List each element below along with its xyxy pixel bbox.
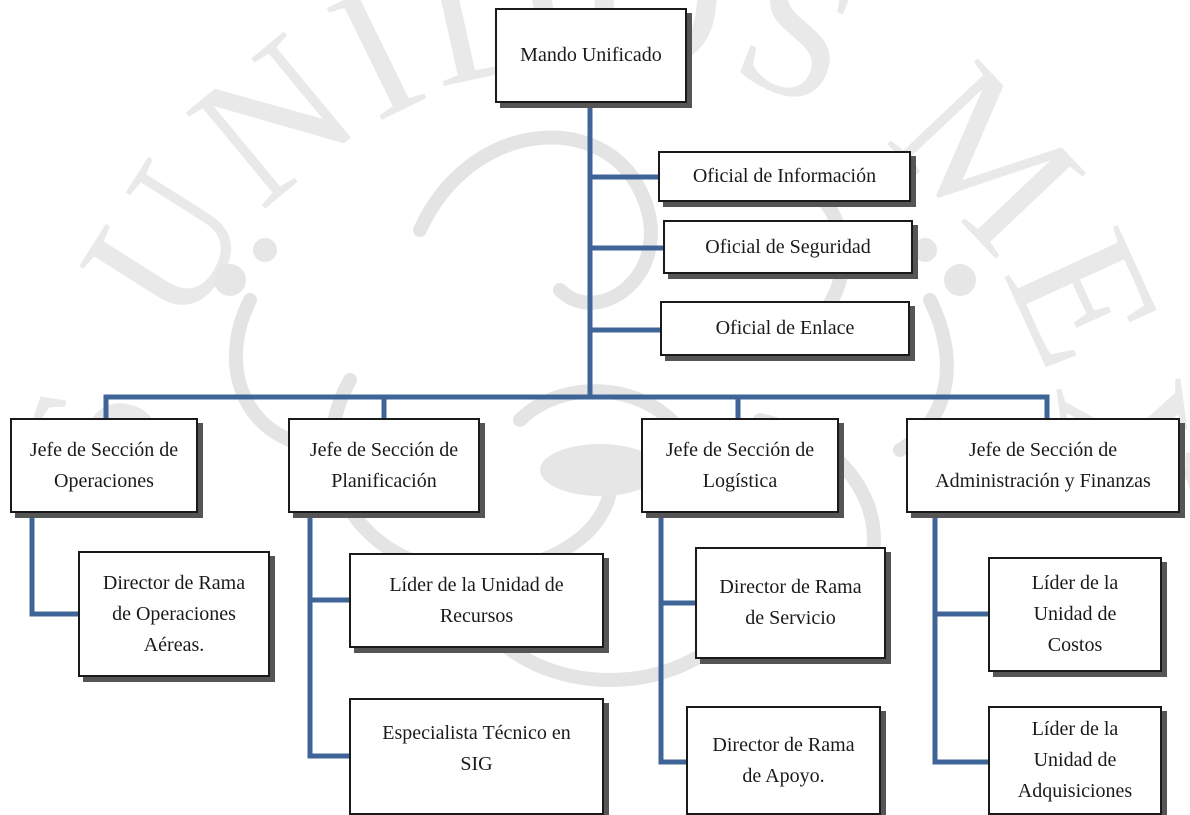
connector-plan-units xyxy=(307,510,352,759)
node-line: Líder de la xyxy=(1031,718,1119,740)
node-line: Aéreas. xyxy=(143,633,205,656)
node-jefe-logistica: Jefe de Sección de Logística xyxy=(641,418,839,513)
node-mando-unificado: Mando Unificado xyxy=(495,8,687,103)
node-line: de Apoyo. xyxy=(742,765,825,787)
node-lider-unidad-costos: Líder de la Unidad de Costos xyxy=(988,557,1162,672)
node-line: Costos xyxy=(1047,634,1103,656)
node-text: Oficial de Enlace xyxy=(716,313,855,344)
node-text: Director de Rama de Operaciones Aéreas. xyxy=(103,568,245,661)
node-line: Oficial de Enlace xyxy=(715,317,855,339)
node-lider-unidad-adquisiciones: Líder de la Unidad de Adquisiciones xyxy=(988,706,1162,815)
node-director-operaciones-aereas: Director de Rama de Operaciones Aéreas. xyxy=(78,551,270,677)
node-line: SIG xyxy=(460,753,493,775)
node-oficial-seguridad: Oficial de Seguridad xyxy=(663,220,913,274)
node-line: Adquisiciones xyxy=(1017,780,1133,802)
node-especialista-sig: Especialista Técnico en SIG xyxy=(349,698,604,815)
node-line: Director de Rama xyxy=(719,576,862,598)
node-oficial-informacion: Oficial de Información xyxy=(658,151,911,202)
node-line: Mando Unificado xyxy=(520,44,662,66)
node-text: Director de Rama de Apoyo. xyxy=(712,714,854,792)
node-line: de Servicio xyxy=(745,607,836,629)
node-jefe-administracion-finanzas: Jefe de Sección de Administración y Fina… xyxy=(906,418,1180,513)
node-line: Jefe de Sección de xyxy=(29,438,179,461)
node-jefe-operaciones: Jefe de Sección de Operaciones xyxy=(10,418,198,513)
node-oficial-enlace: Oficial de Enlace xyxy=(660,301,910,356)
node-line: Recursos xyxy=(439,604,514,627)
node-line: Jefe de Sección de xyxy=(665,438,815,461)
node-text: Mando Unificado xyxy=(520,40,662,71)
node-text: Oficial de Información xyxy=(693,161,876,192)
node-text: Líder de la Unidad de Costos xyxy=(1032,568,1119,661)
node-line: Director de Rama xyxy=(102,571,246,594)
node-director-servicio: Director de Rama de Servicio xyxy=(695,547,886,659)
node-text: Jefe de Sección de Operaciones xyxy=(30,435,178,497)
node-line: Administración y Finanzas xyxy=(935,469,1151,492)
node-text: Jefe de Sección de Planificación xyxy=(310,435,458,497)
connector-log-units xyxy=(658,510,689,765)
node-line: Unidad de xyxy=(1033,603,1117,625)
node-line: Unidad de xyxy=(1033,749,1117,771)
node-line: Jefe de Sección de xyxy=(309,438,459,461)
node-line: Especialista Técnico en xyxy=(382,722,571,744)
node-line: Logística xyxy=(702,469,778,492)
node-line: Planificación xyxy=(331,469,437,492)
node-line: de Operaciones xyxy=(112,602,236,625)
node-text: Jefe de Sección de Logística xyxy=(666,435,814,497)
node-line: Operaciones xyxy=(54,469,154,492)
node-line: Oficial de Información xyxy=(692,165,877,187)
node-text: Líder de la Unidad de Adquisiciones xyxy=(1018,714,1132,807)
node-line: Líder de la Unidad de xyxy=(389,573,564,596)
node-text: Especialista Técnico en SIG xyxy=(382,706,570,780)
node-director-apoyo: Director de Rama de Apoyo. xyxy=(686,706,881,815)
node-text: Jefe de Sección de Administración y Fina… xyxy=(935,435,1151,497)
connector-ops-units xyxy=(29,510,81,617)
node-line: Líder de la xyxy=(1031,572,1119,594)
node-text: Oficial de Seguridad xyxy=(705,232,871,263)
node-text: Líder de la Unidad de Recursos xyxy=(389,570,563,632)
connector-adm-units xyxy=(932,510,991,765)
node-text: Director de Rama de Servicio xyxy=(719,572,861,634)
node-line: Director de Rama xyxy=(712,734,855,756)
node-line: Oficial de Seguridad xyxy=(705,235,871,258)
node-jefe-planificacion: Jefe de Sección de Planificación xyxy=(288,418,480,513)
node-lider-unidad-recursos: Líder de la Unidad de Recursos xyxy=(349,553,604,648)
node-line: Jefe de Sección de xyxy=(968,438,1118,461)
